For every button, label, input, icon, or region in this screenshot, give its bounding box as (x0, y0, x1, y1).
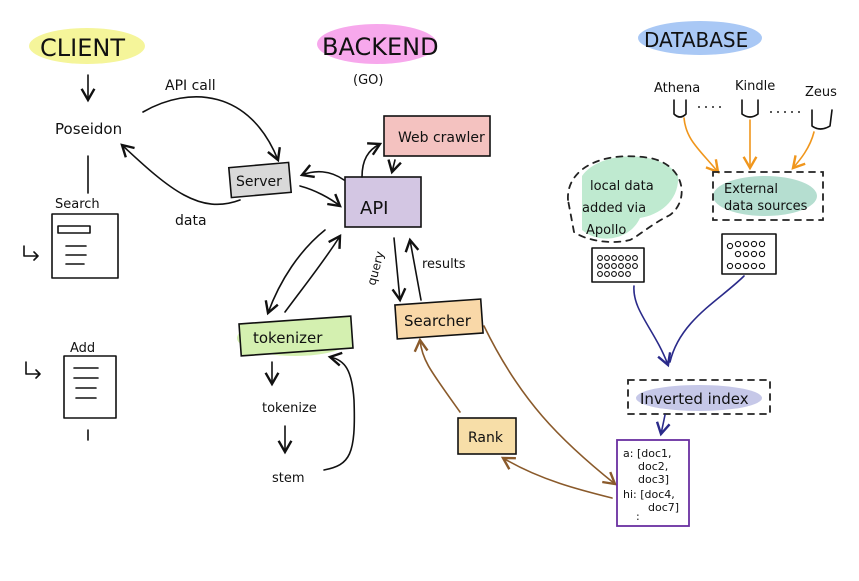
web-crawler-label: Web crawler (398, 130, 485, 146)
backend-title: BACKEND (322, 33, 439, 61)
search-page: Search (23, 197, 119, 279)
tokenize-step: tokenize (262, 401, 317, 416)
query-arrow (391, 237, 407, 303)
kindle-label: Kindle (735, 79, 775, 94)
stem-step: stem (272, 471, 305, 486)
sources-ellipsis (698, 106, 800, 113)
server-node[interactable]: Server (227, 161, 293, 199)
results-arrow (404, 237, 422, 301)
database-title: DATABASE (644, 28, 748, 52)
local-store-dots (597, 255, 638, 277)
external-data-group: External data sources (712, 171, 824, 221)
api-call-arrow (142, 96, 281, 163)
search-page-label: Search (55, 197, 100, 212)
index-to-rank-arrow (500, 456, 613, 499)
stem-to-tokenizer-arrow (323, 351, 356, 471)
local-data-label-1: local data (590, 179, 654, 194)
local-to-index-arrow (633, 285, 672, 368)
search-subarrow-icon (23, 245, 39, 261)
index-to-postings-arrow (655, 414, 671, 437)
api-call-label: API call (165, 78, 216, 94)
rank-label: Rank (468, 430, 504, 446)
database-header: DATABASE (638, 21, 762, 55)
tokenizer-label: tokenizer (253, 329, 323, 347)
api-to-server-arrow (299, 164, 345, 181)
postings-line-4: hi: [doc4, (623, 488, 675, 501)
external-data-store (721, 233, 777, 275)
api-label: API (360, 198, 388, 219)
results-label: results (422, 257, 466, 272)
external-store-frame (721, 233, 777, 275)
client-title: CLIENT (40, 34, 125, 62)
inverted-index-label: Inverted index (640, 390, 749, 408)
source-kindle: Kindle (735, 79, 775, 118)
inverted-index-node[interactable]: Inverted index (627, 379, 771, 415)
rank-to-searcher-arrow (413, 337, 461, 413)
inverted-index-boundary (627, 379, 771, 415)
postings-line-6: : (636, 510, 640, 523)
tokenizer-to-api-arrow (284, 233, 342, 313)
external-to-index-arrow (669, 275, 745, 363)
local-data-label-3: Apollo (586, 223, 626, 238)
add-subarrow-icon (25, 361, 41, 379)
postings-line-3: doc3] (638, 473, 669, 486)
postings-list: a: [doc1, doc2, doc3] hi: [doc4, doc7] : (616, 439, 690, 527)
data-label: data (175, 213, 207, 229)
searcher-to-index-arrow (483, 325, 617, 486)
server-to-api-arrow (299, 185, 342, 208)
local-data-store (591, 247, 645, 283)
postings-line-2: doc2, (638, 460, 668, 473)
backend-subtitle: (GO) (353, 73, 383, 88)
local-data-group: local data added via Apollo (567, 155, 683, 243)
external-data-boundary (712, 171, 824, 221)
query-label: query (364, 250, 386, 287)
zeus-db-icon (811, 109, 833, 130)
searcher-label: Searcher (404, 312, 472, 330)
zeus-to-external-arrow (791, 131, 815, 170)
athena-db-icon (673, 99, 687, 118)
postings-line-1: a: [doc1, (623, 447, 672, 460)
athena-label: Athena (654, 81, 700, 96)
data-return-arrow (120, 143, 241, 206)
kindle-db-icon (741, 99, 759, 118)
api-node[interactable]: API (344, 176, 422, 228)
api-to-crawler-arrow (361, 142, 383, 178)
tokenizer-node[interactable]: tokenizer (237, 315, 354, 357)
add-page: Add (25, 341, 117, 419)
poseidon-label: Poseidon (55, 120, 122, 138)
source-zeus: Zeus (805, 85, 837, 130)
add-page-frame (63, 355, 117, 419)
search-page-frame (51, 213, 119, 279)
local-data-label-2: added via (582, 201, 646, 216)
external-store-dots (726, 240, 766, 270)
web-crawler-node[interactable]: Web crawler (383, 115, 491, 157)
postings-frame (616, 439, 690, 527)
add-page-lines (73, 367, 99, 399)
backend-highlight (317, 24, 437, 64)
add-page-label: Add (70, 341, 95, 356)
search-bar-glyph (57, 225, 91, 234)
client-highlight (29, 28, 145, 64)
crawler-to-api-arrow (387, 159, 402, 175)
searcher-node[interactable]: Searcher (394, 298, 484, 340)
search-results-lines (65, 245, 87, 265)
api-to-tokenizer-arrow (264, 229, 326, 316)
rank-node[interactable]: Rank (457, 417, 517, 455)
client-header: CLIENT (29, 28, 145, 64)
athena-to-external-arrow (683, 117, 720, 174)
external-data-label-1: External (724, 182, 778, 197)
database-highlight (638, 21, 762, 55)
local-store-frame (591, 247, 645, 283)
external-data-label-2: data sources (724, 199, 808, 214)
server-label: Server (236, 174, 282, 190)
postings-line-5: doc7] (648, 501, 679, 514)
backend-header: BACKEND (GO) (317, 24, 439, 88)
zeus-label: Zeus (805, 85, 837, 100)
source-athena: Athena (654, 81, 700, 118)
